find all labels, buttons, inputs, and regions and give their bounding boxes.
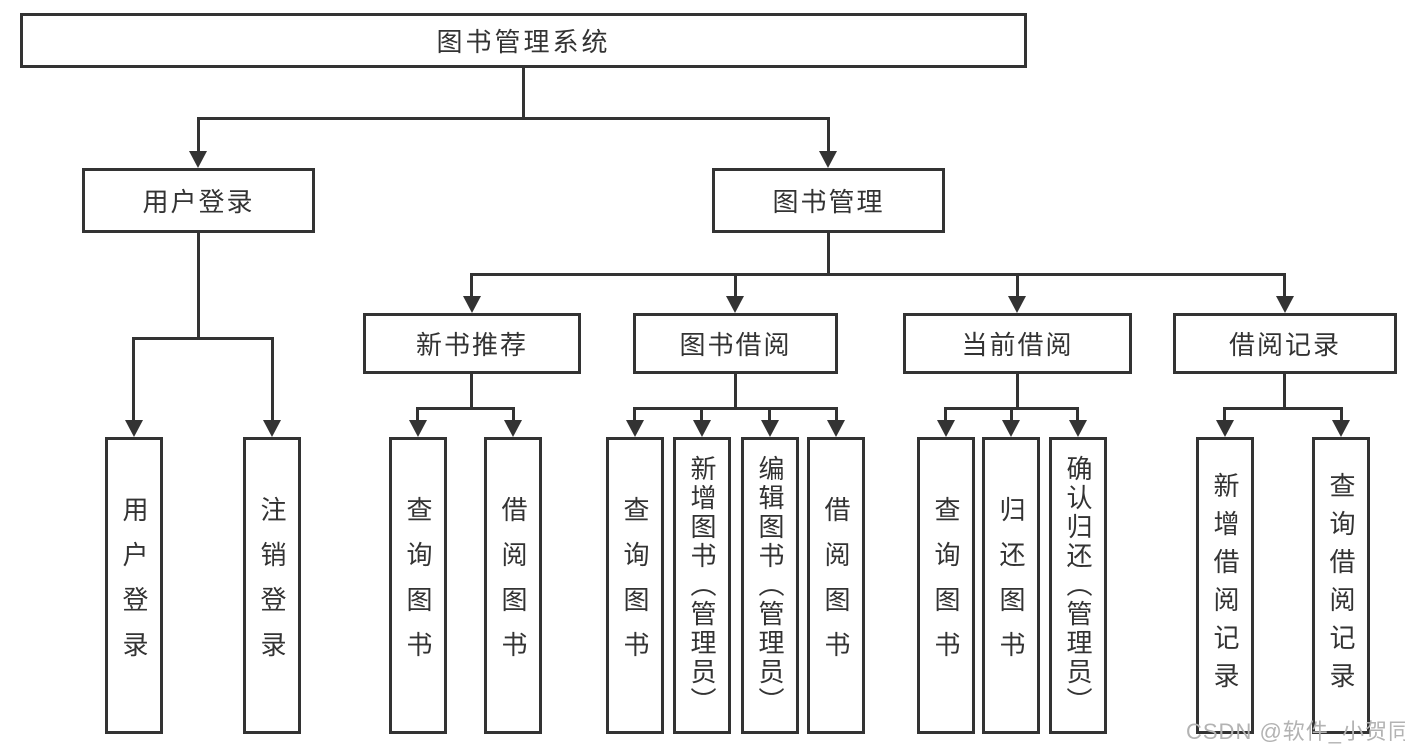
node-label: 图书管理系统: [436, 27, 611, 57]
arrow-down-icon: [189, 151, 207, 168]
node-label: 新书推荐: [415, 330, 528, 360]
arrow-down-icon: [1332, 420, 1350, 437]
node-leaf-user-login: 用户登录: [105, 437, 163, 734]
connector-line: [132, 337, 135, 422]
node-leaf-borrow-books: 借阅图书: [807, 437, 865, 734]
connector-line: [1076, 407, 1079, 423]
node-leaf-query-books-borrowing: 查询图书: [606, 437, 664, 734]
node-leaf-query-books-current: 查询图书: [917, 437, 975, 734]
node-label: 图书借阅: [679, 330, 792, 360]
connector-line: [416, 407, 515, 410]
connector-line: [197, 117, 200, 153]
node-label: 借阅记录: [1228, 330, 1341, 360]
connector-line: [1283, 273, 1286, 299]
node-label: 注销登录: [257, 495, 287, 676]
arrow-down-icon: [693, 420, 711, 437]
node-leaf-edit-books-admin: 编辑图书（管理员）: [741, 437, 799, 734]
arrow-down-icon: [626, 420, 644, 437]
node-label: 查询图书: [620, 495, 650, 676]
node-book-management: 图书管理: [712, 168, 945, 233]
connector-line: [835, 407, 838, 423]
connector-line: [633, 407, 636, 423]
connector-line: [700, 407, 703, 423]
node-label: 新增借阅记录: [1210, 471, 1240, 700]
connector-line: [271, 337, 274, 422]
arrow-down-icon: [125, 420, 143, 437]
connector-line: [522, 68, 525, 120]
csdn-watermark: CSDN @软件_小贺同学: [1186, 719, 1405, 744]
arrow-down-icon: [761, 420, 779, 437]
connector-line: [1340, 407, 1343, 423]
connector-line: [132, 337, 274, 340]
node-leaf-add-books-admin: 新增图书（管理员）: [673, 437, 731, 734]
node-label: 当前借阅: [961, 330, 1074, 360]
node-label: 确认归还（管理员）: [1063, 455, 1093, 716]
node-label: 查询借阅记录: [1326, 471, 1356, 700]
node-label: 查询图书: [931, 495, 961, 676]
arrow-down-icon: [463, 296, 481, 313]
arrow-down-icon: [1069, 420, 1087, 437]
connector-line: [512, 407, 515, 423]
connector-line: [633, 407, 838, 410]
node-label: 归还图书: [996, 495, 1026, 676]
node-label: 借阅图书: [821, 495, 851, 676]
node-new-book-recommend: 新书推荐: [363, 313, 581, 374]
connector-line: [734, 273, 737, 299]
node-leaf-add-borrow-record: 新增借阅记录: [1196, 437, 1254, 734]
node-leaf-logout: 注销登录: [243, 437, 301, 734]
connector-line: [944, 407, 947, 423]
connector-line: [197, 233, 200, 340]
connector-line: [1283, 374, 1286, 410]
connector-line: [1223, 407, 1226, 423]
node-user-login: 用户登录: [82, 168, 315, 233]
connector-line: [470, 374, 473, 410]
node-label: 用户登录: [142, 187, 255, 217]
node-label: 编辑图书（管理员）: [755, 455, 785, 716]
node-borrowing-records: 借阅记录: [1173, 313, 1397, 374]
node-leaf-return-books: 归还图书: [982, 437, 1040, 734]
connector-line: [416, 407, 419, 423]
arrow-down-icon: [1276, 296, 1294, 313]
connector-line: [734, 374, 737, 410]
node-leaf-query-books-recommend: 查询图书: [389, 437, 447, 734]
connector-line: [1010, 407, 1013, 423]
node-book-borrowing: 图书借阅: [633, 313, 838, 374]
arrow-down-icon: [726, 296, 744, 313]
arrow-down-icon: [1216, 420, 1234, 437]
arrow-down-icon: [819, 151, 837, 168]
arrow-down-icon: [827, 420, 845, 437]
arrow-down-icon: [1008, 296, 1026, 313]
connector-line: [827, 117, 830, 153]
arrow-down-icon: [263, 420, 281, 437]
arrow-down-icon: [1002, 420, 1020, 437]
node-library-management-system: 图书管理系统: [20, 13, 1027, 68]
connector-line: [470, 273, 473, 299]
connector-line: [1016, 273, 1019, 299]
node-label: 借阅图书: [498, 495, 528, 676]
arrow-down-icon: [409, 420, 427, 437]
arrow-down-icon: [937, 420, 955, 437]
node-current-borrowing: 当前借阅: [903, 313, 1132, 374]
node-leaf-confirm-return-admin: 确认归还（管理员）: [1049, 437, 1107, 734]
node-label: 查询图书: [403, 495, 433, 676]
connector-line: [827, 233, 830, 276]
node-leaf-borrow-books-recommend: 借阅图书: [484, 437, 542, 734]
node-leaf-query-borrow-record: 查询借阅记录: [1312, 437, 1370, 734]
node-label: 用户登录: [119, 495, 149, 676]
connector-line: [470, 273, 1286, 276]
connector-line: [197, 117, 830, 120]
arrow-down-icon: [504, 420, 522, 437]
node-label: 图书管理: [772, 187, 885, 217]
connector-line: [1016, 374, 1019, 410]
connector-line: [768, 407, 771, 423]
connector-line: [1223, 407, 1343, 410]
node-label: 新增图书（管理员）: [687, 455, 717, 716]
